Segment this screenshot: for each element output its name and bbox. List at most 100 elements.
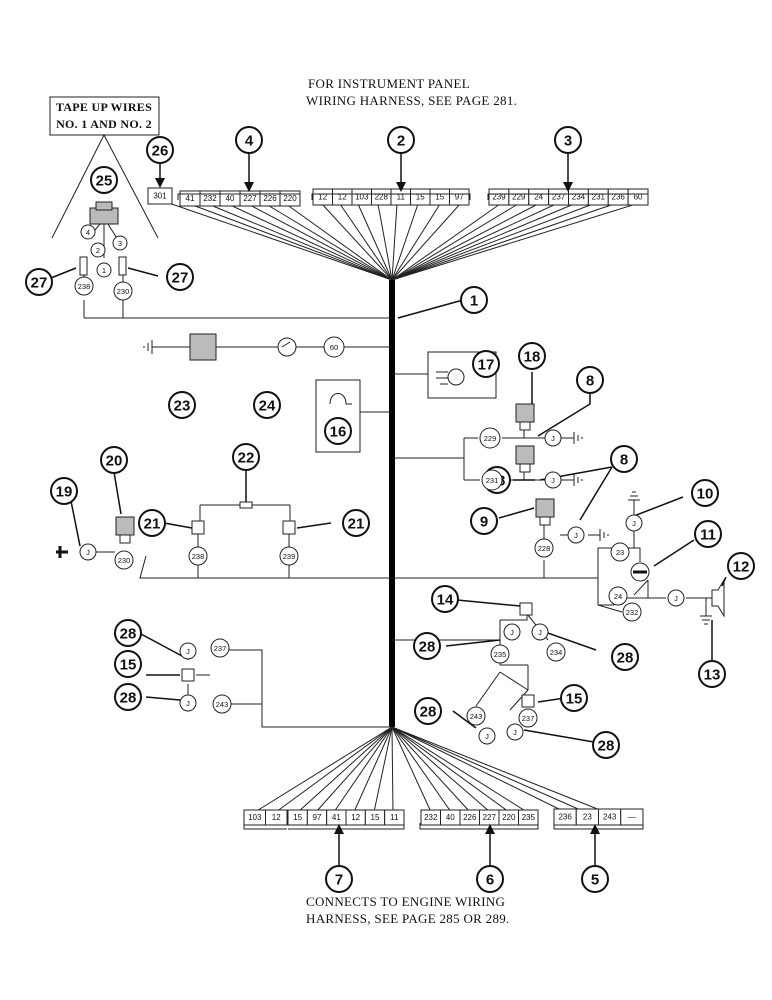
callout-number: 20: [106, 453, 123, 470]
wire-number: 228: [538, 544, 551, 553]
callout-number: 4: [245, 133, 254, 150]
callout-c22: 22: [232, 443, 260, 471]
terminal-cell-label: 15: [293, 813, 302, 822]
callout-number: 18: [524, 349, 541, 366]
callout-c28c: 28: [413, 632, 441, 660]
terminal-cell-label: 24: [534, 193, 543, 202]
wire-number: 238: [192, 552, 205, 561]
switch-24-body: [277, 337, 297, 357]
callout-number: 15: [120, 657, 137, 674]
wire-number: 24: [614, 592, 622, 601]
wire-number: 232: [626, 608, 639, 617]
callout-number: 10: [697, 486, 714, 503]
callout-number: 26: [152, 143, 169, 160]
tape-note-line2: NO. 1 AND NO. 2: [56, 117, 152, 131]
terminal-cell-label: 97: [313, 813, 322, 822]
wire-number: 3: [118, 239, 122, 248]
terminal-cell-label: 236: [558, 813, 572, 822]
callout-number: 21: [348, 516, 365, 533]
callout-number: 7: [335, 872, 343, 889]
wire-tag-tape1: 1: [96, 262, 112, 278]
callout-c7: 7: [325, 865, 353, 893]
terminal-strip-301: 301: [147, 187, 173, 205]
callout-c21a: 21: [138, 509, 166, 537]
jack-connector: J: [179, 642, 197, 660]
bottom-note-line2: HARNESS, SEE PAGE 285 OR 289.: [306, 911, 510, 926]
terminal-cell-label: 40: [226, 194, 235, 203]
wire-number: 230: [117, 287, 130, 296]
callout-c27a: 27: [25, 268, 53, 296]
callout-c1: 1: [460, 286, 488, 314]
wire-number: 243: [470, 712, 483, 721]
wire-tag-w229: 229: [479, 427, 501, 449]
wire-number: 231: [486, 476, 499, 485]
terminal-cell-label: 301: [153, 192, 167, 201]
callout-number: 14: [437, 592, 454, 609]
callout-c26: 26: [146, 136, 174, 164]
terminal-cell-label: 40: [446, 813, 455, 822]
callout-c4: 4: [235, 126, 263, 154]
terminal-cell-label: 15: [371, 813, 380, 822]
terminal-cell-label: 227: [243, 194, 257, 203]
jack-label: J: [186, 699, 190, 708]
callout-number: 2: [397, 133, 405, 150]
callout-number: 19: [56, 484, 73, 501]
terminal-cell-label: 11: [390, 813, 399, 822]
terminal-cell-label: 227: [483, 813, 497, 822]
wire-tag-w243a: 243: [212, 694, 232, 714]
terminal-cell-label: 220: [502, 813, 516, 822]
terminal-cell-label: 11: [397, 193, 406, 202]
jack-connector: J: [667, 589, 685, 607]
callout-number: 15: [566, 691, 583, 708]
callout-c2: 2: [387, 126, 415, 154]
terminal-cell-label: 239: [492, 193, 506, 202]
wire-number: 243: [216, 700, 229, 709]
callout-c14: 14: [431, 585, 459, 613]
jack-label: J: [632, 519, 636, 528]
wire-number: 234: [550, 648, 563, 657]
jack-label: J: [86, 548, 90, 557]
terminal-cell-label: 41: [186, 194, 195, 203]
callout-c15b: 15: [560, 684, 588, 712]
connector-14: [519, 602, 533, 616]
connector-15-left: [181, 668, 195, 682]
terminal-cell-label: 235: [522, 813, 536, 822]
wire-number: 23: [616, 548, 624, 557]
callout-number: 12: [733, 559, 750, 576]
terminal-cell: [518, 809, 539, 826]
wire-number: 237: [214, 644, 227, 653]
top-note-line2: WIRING HARNESS, SEE PAGE 281.: [306, 93, 517, 108]
wire-tag-w238b: 238: [188, 546, 208, 566]
jack-connector: J: [506, 723, 524, 741]
wire-tag-tape2: 2: [90, 242, 106, 258]
terminal-cell-label: 234: [572, 193, 586, 202]
device-18-upper: [515, 403, 535, 423]
terminal-cell-label: 220: [283, 194, 297, 203]
wire-tag-w24: 24: [608, 586, 628, 606]
callout-c28b: 28: [114, 683, 142, 711]
callout-c9: 9: [470, 507, 498, 535]
terminal-cell-label: 103: [248, 813, 262, 822]
callout-number: 28: [419, 639, 436, 656]
jack-connector: J: [478, 727, 496, 745]
callout-number: 24: [259, 398, 276, 415]
wire-number: 1: [102, 266, 106, 275]
terminal-cell-label: 12: [338, 193, 347, 202]
callout-c21b: 21: [342, 509, 370, 537]
terminal-cell-label: 229: [512, 193, 526, 202]
callout-c28e: 28: [414, 697, 442, 725]
callout-number: 28: [598, 738, 615, 755]
terminal-cell-label: 41: [332, 813, 341, 822]
callout-c13: 13: [698, 660, 726, 688]
wire-number: 60: [330, 343, 338, 352]
jack-label: J: [574, 531, 578, 540]
callout-c12: 12: [727, 552, 755, 580]
terminal-cell: [265, 809, 288, 826]
connector-21-left: [191, 520, 205, 535]
device-20: [115, 516, 135, 536]
callout-number: 21: [144, 516, 161, 533]
callout-number: 1: [470, 293, 478, 310]
device-9: [535, 498, 555, 518]
